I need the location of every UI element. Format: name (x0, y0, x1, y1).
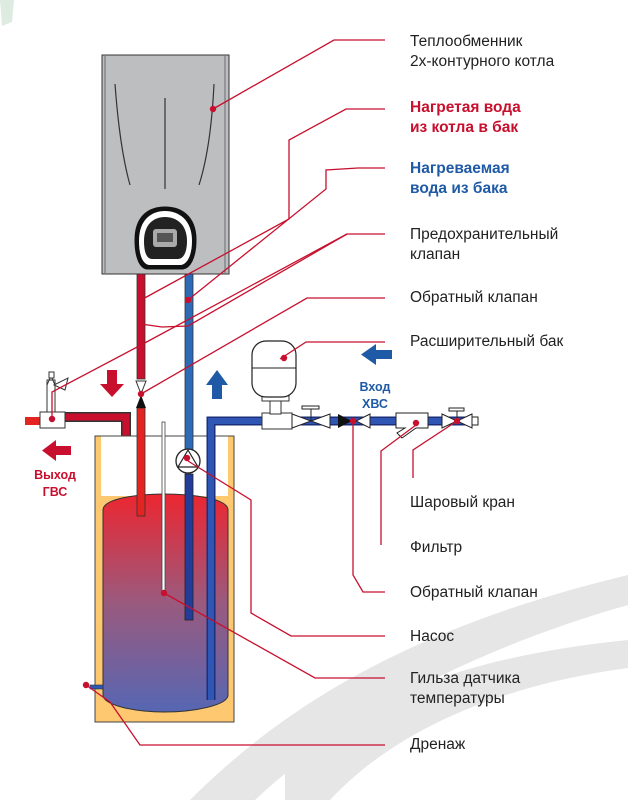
label-heat-exchanger: Теплообменник 2х-контурного котла (410, 33, 555, 70)
leader-line-safety-valve (51, 233, 348, 419)
boiler-unit (101, 54, 230, 275)
label-expansion-tank: Расширительный бак (410, 333, 564, 350)
arrow-down-icon (100, 370, 124, 397)
label-drain: Дренаж (410, 736, 466, 753)
temp-sensor-sleeve (161, 421, 166, 593)
background-swoosh (190, 575, 628, 800)
label-hot-water-to-tank: Нагретая вода из котла в бак (410, 99, 521, 136)
background-swoosh (0, 0, 14, 26)
label-temp-sensor-sleeve: Гильза датчика температуры (410, 670, 521, 707)
leader-lines (85, 39, 458, 746)
hot-supply-pipe (135, 273, 147, 517)
label-check-valve-bottom: Обратный клапан (410, 584, 538, 601)
background-swoosh (285, 640, 628, 800)
arrow-up-icon (206, 370, 228, 399)
label-water-from-tank: Нагреваемая вода из бака (410, 160, 510, 197)
expansion-tank-icon (251, 340, 297, 398)
label-safety-valve: Предохранительный клапан (410, 226, 559, 263)
arrow-left-icon (42, 440, 71, 461)
arrow-left-icon (361, 344, 392, 365)
label-ball-valve: Шаровый кран (410, 494, 515, 511)
label-hot-outlet: Выход ГВС (34, 468, 76, 499)
label-check-valve-top: Обратный клапан (410, 289, 538, 306)
label-filter: Фильтр (410, 539, 463, 556)
label-pump: Насос (410, 628, 455, 645)
label-cold-inlet: Вход ХВС (359, 380, 391, 411)
drain-stub (89, 684, 104, 690)
leader-dots (48, 105, 461, 689)
